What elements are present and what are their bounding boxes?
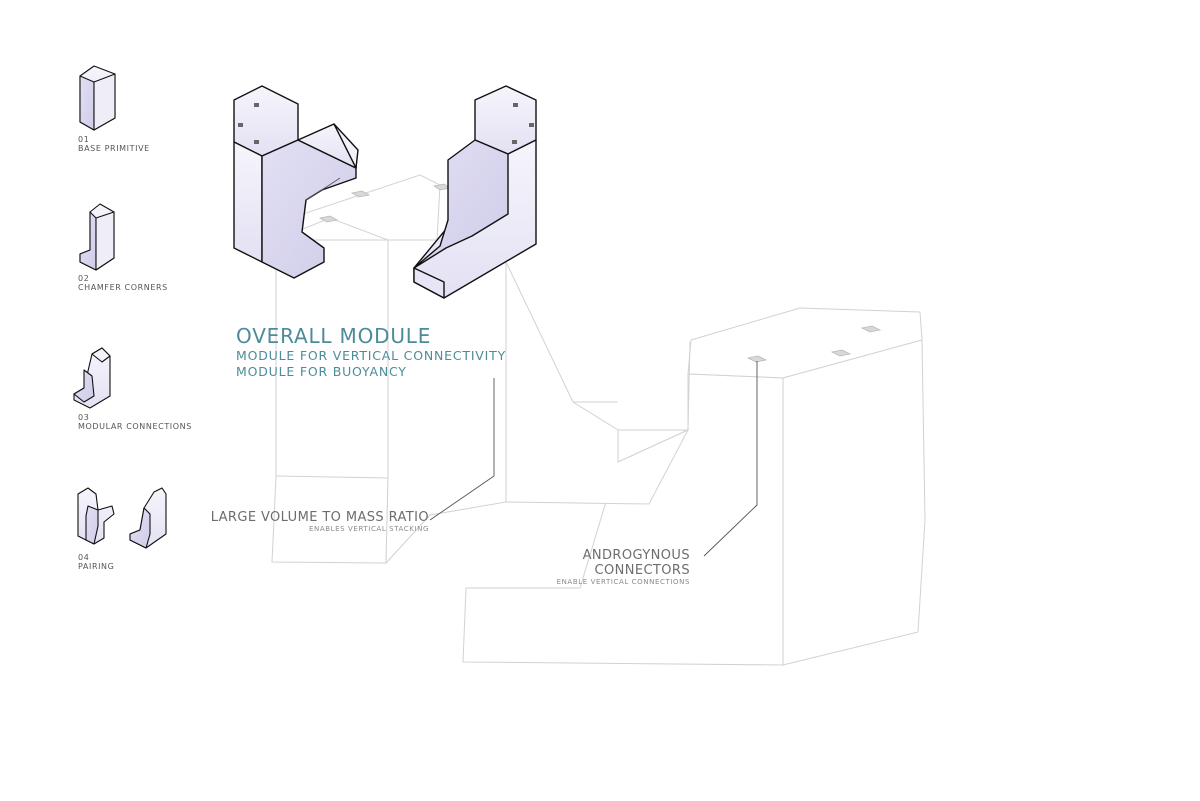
pairing-icon: [78, 488, 166, 548]
callout-connectors: ANDROGYNOUS CONNECTORS ENABLE VERTICAL C…: [530, 548, 690, 587]
step-label-04: 04 PAIRING: [78, 553, 114, 571]
step-title: CHAMFER CORNERS: [78, 283, 168, 292]
step-number: 01: [78, 135, 150, 144]
callout-connectors-title-2: CONNECTORS: [530, 563, 690, 578]
callout-volume-title: LARGE VOLUME TO MASS RATIO: [203, 510, 429, 525]
base-primitive-icon: [80, 66, 115, 130]
step-label-02: 02 CHAMFER CORNERS: [78, 274, 168, 292]
overall-module-line-2: MODULE FOR BUOYANCY: [236, 364, 506, 380]
step-label-03: 03 MODULAR CONNECTIONS: [78, 413, 192, 431]
callout-connectors-title-1: ANDROGYNOUS: [530, 548, 690, 563]
overall-module-heading: OVERALL MODULE MODULE FOR VERTICAL CONNE…: [236, 325, 506, 380]
step-label-01: 01 BASE PRIMITIVE: [78, 135, 150, 153]
overall-module-title: OVERALL MODULE: [236, 325, 506, 348]
step-number: 04: [78, 553, 114, 562]
step-number: 03: [78, 413, 192, 422]
callout-volume-sub: ENABLES VERTICAL STACKING: [203, 525, 429, 534]
callout-volume: LARGE VOLUME TO MASS RATIO ENABLES VERTI…: [203, 510, 429, 534]
overall-module-line-1: MODULE FOR VERTICAL CONNECTIVITY: [236, 348, 506, 364]
step-title: MODULAR CONNECTIONS: [78, 422, 192, 431]
callout-connectors-sub: ENABLE VERTICAL CONNECTIONS: [530, 578, 690, 587]
step-title: BASE PRIMITIVE: [78, 144, 150, 153]
step-number: 02: [78, 274, 168, 283]
step-title: PAIRING: [78, 562, 114, 571]
modular-connections-icon: [74, 348, 110, 408]
chamfer-corners-icon: [80, 204, 114, 270]
